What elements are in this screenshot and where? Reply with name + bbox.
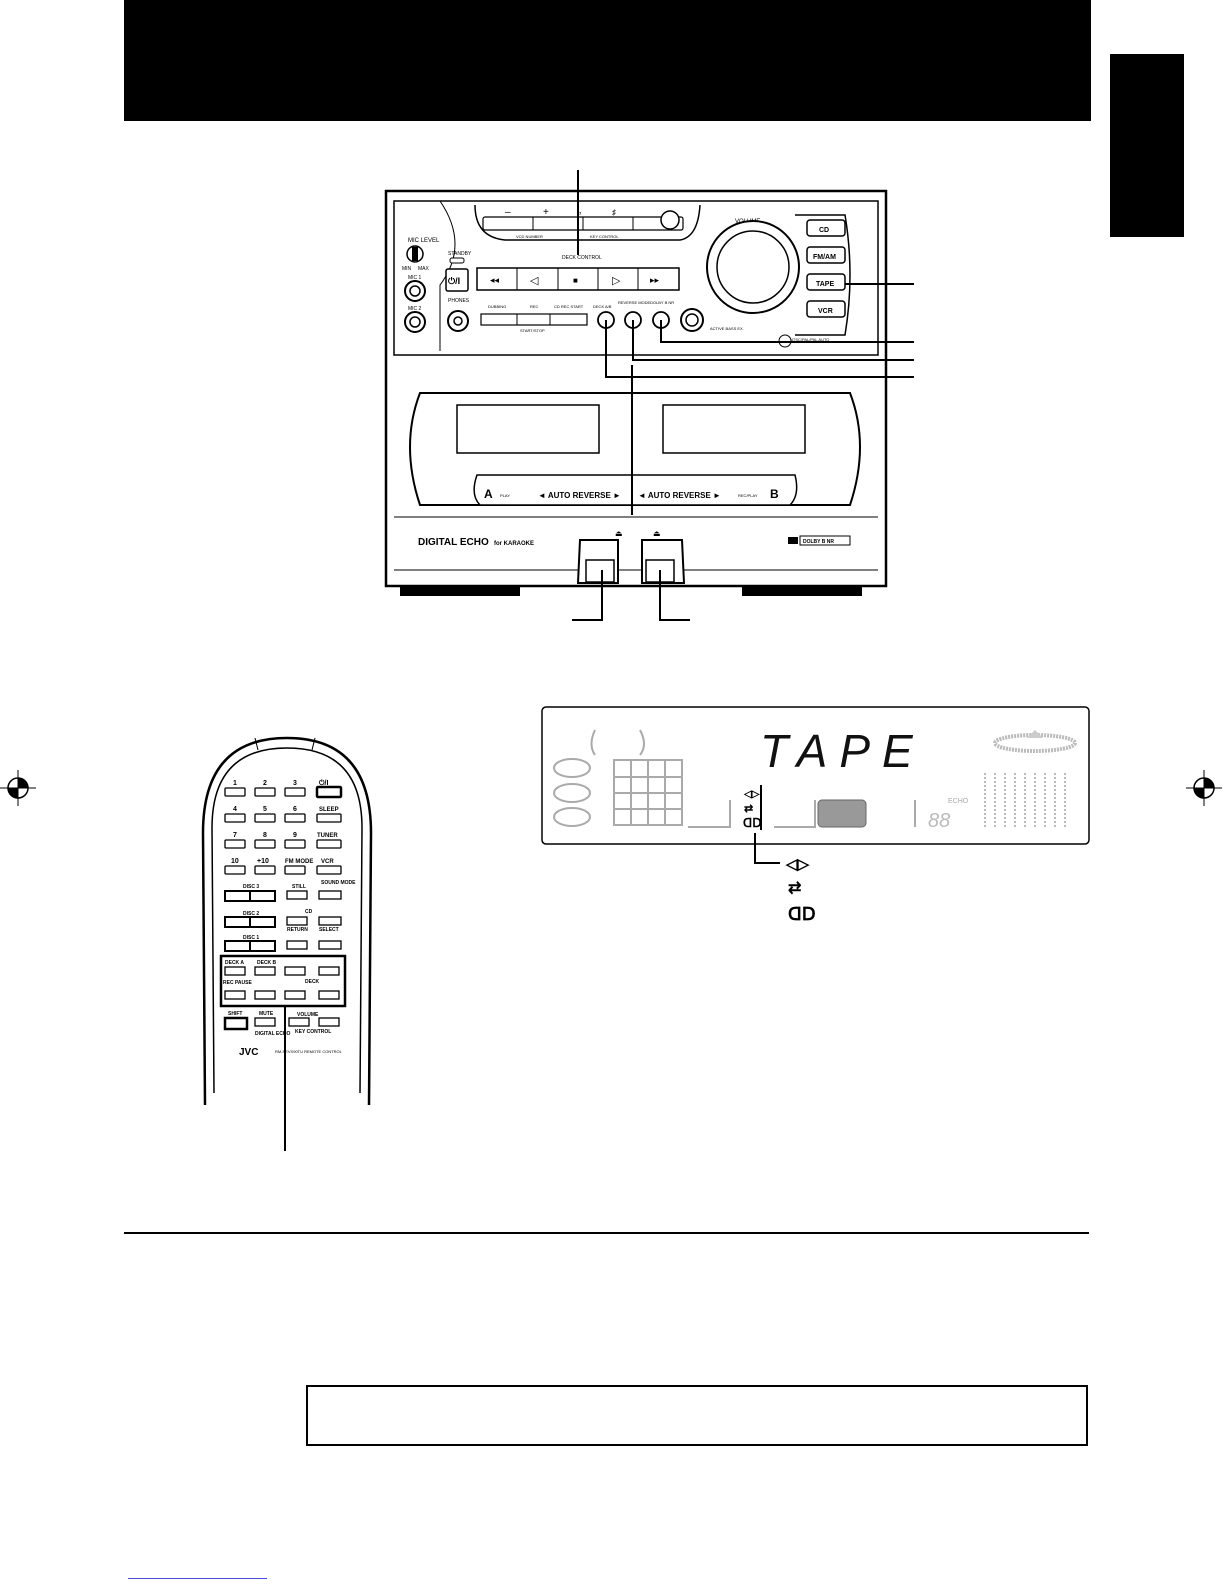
remote-control-illustration: 1 2 3 ⏻/I 4 5 6 SLEEP 7 8 9 TUNER 10 +10… — [201, 736, 373, 1151]
svg-text:♯: ♯ — [612, 208, 616, 217]
deck-a-label: A — [484, 487, 493, 501]
remote-brand: JVC — [239, 1047, 258, 1058]
svg-text:⏻/I: ⏻/I — [319, 779, 328, 787]
svg-text:MUTE: MUTE — [259, 1011, 274, 1017]
svg-text:TUNER: TUNER — [317, 833, 338, 839]
svg-text:PLAY: PLAY — [500, 493, 510, 498]
svg-text:VCR: VCR — [321, 859, 334, 865]
svg-text:FM MODE: FM MODE — [285, 859, 313, 865]
svg-text:DECK A/B: DECK A/B — [593, 304, 612, 309]
svg-text:ECHO: ECHO — [948, 798, 969, 805]
svg-text:7: 7 — [233, 832, 237, 839]
power-button-label: ⏻/I — [448, 276, 460, 286]
display-panel-illustration: TAPE ◁▷ ⇄ ᗡᗞ 88 ECHO ◁▷ ⇄ ᗡᗞ — [541, 706, 1090, 924]
tape-button-label: TAPE — [816, 281, 834, 288]
svg-text:DISC 3: DISC 3 — [243, 884, 259, 890]
svg-text:MIN: MIN — [402, 266, 412, 272]
legend-reverse-mode-icon: ⇄ — [788, 880, 801, 897]
svg-text:SELECT: SELECT — [319, 927, 339, 933]
svg-text:SLEEP: SLEEP — [319, 807, 339, 813]
svg-text:KEY CONTROL: KEY CONTROL — [590, 234, 619, 239]
svg-text:◄ AUTO REVERSE ►: ◄ AUTO REVERSE ► — [538, 491, 621, 500]
svg-text:–: – — [505, 207, 511, 218]
svg-text:CD REC START: CD REC START — [554, 304, 584, 309]
svg-text:DOLBY B NR: DOLBY B NR — [803, 539, 834, 545]
registration-mark-right — [1186, 770, 1222, 806]
mic-level-label: MIC LEVEL — [408, 238, 440, 244]
fm-am-button-label: FM/AM — [813, 254, 836, 261]
svg-text:9: 9 — [293, 832, 297, 839]
svg-text:REC/PLAY: REC/PLAY — [738, 493, 758, 498]
svg-text:KEY CONTROL: KEY CONTROL — [295, 1029, 331, 1035]
svg-text:MAX: MAX — [418, 266, 430, 272]
language-tab — [1110, 54, 1184, 237]
svg-text:5: 5 — [263, 806, 267, 813]
svg-text:PHONES: PHONES — [448, 298, 470, 304]
svg-text:⇄: ⇄ — [744, 803, 753, 815]
svg-text:⏏: ⏏ — [615, 529, 623, 538]
svg-text:DECK: DECK — [305, 979, 320, 985]
registration-mark-left — [0, 770, 36, 806]
svg-text:+: + — [543, 207, 549, 218]
svg-text:SOUND MODE: SOUND MODE — [321, 880, 356, 886]
svg-text:DISC 1: DISC 1 — [243, 935, 259, 941]
svg-text:SHIFT: SHIFT — [228, 1011, 242, 1017]
svg-text:REVERSE MODE: REVERSE MODE — [618, 300, 651, 305]
svg-text:STILL: STILL — [292, 884, 306, 890]
display-source-text: TAPE — [760, 725, 925, 777]
svg-text:STANDBY: STANDBY — [448, 251, 472, 257]
legend-dolby-icon: ᗡᗞ — [788, 904, 816, 924]
svg-text:VOLUME: VOLUME — [297, 1012, 319, 1018]
svg-text:DECK A: DECK A — [225, 960, 244, 966]
svg-text:4: 4 — [233, 806, 237, 813]
svg-text:◁: ◁ — [530, 275, 539, 287]
svg-text:8: 8 — [263, 832, 267, 839]
svg-text:VCD NUMBER: VCD NUMBER — [516, 234, 543, 239]
svg-text:1: 1 — [233, 780, 237, 787]
svg-text:RM-SEVX90TU REMOTE CONTROL: RM-SEVX90TU REMOTE CONTROL — [275, 1049, 343, 1054]
svg-text:DECK B: DECK B — [257, 960, 277, 966]
svg-text:♭: ♭ — [578, 208, 582, 217]
svg-text:MIC 1: MIC 1 — [408, 275, 422, 281]
svg-text:RETURN: RETURN — [287, 927, 308, 933]
svg-text:3: 3 — [293, 780, 297, 787]
svg-text:DOLBY B NR: DOLBY B NR — [650, 300, 674, 305]
svg-text:■: ■ — [573, 276, 578, 285]
deck-b-label: B — [770, 487, 779, 501]
svg-text:DISC 2: DISC 2 — [243, 911, 259, 917]
svg-text:MIC 2: MIC 2 — [408, 306, 422, 312]
svg-text:ACTIVE BASS EX.: ACTIVE BASS EX. — [710, 326, 744, 331]
svg-text:DIGITAL ECHO: DIGITAL ECHO — [255, 1031, 290, 1037]
svg-text:NTSC/PAL/PAL AUTO: NTSC/PAL/PAL AUTO — [790, 337, 829, 342]
svg-text:START/STOP: START/STOP — [520, 328, 545, 333]
svg-text:for KARAOKE: for KARAOKE — [494, 541, 534, 547]
svg-text:◄ AUTO REVERSE ►: ◄ AUTO REVERSE ► — [638, 491, 721, 500]
svg-text:◁▷: ◁▷ — [743, 789, 761, 800]
svg-text:+10: +10 — [257, 858, 269, 865]
svg-text:6: 6 — [293, 806, 297, 813]
svg-text:88: 88 — [928, 810, 950, 832]
svg-text:DIGITAL ECHO: DIGITAL ECHO — [418, 537, 489, 548]
footer-link-line — [128, 1578, 267, 1579]
svg-text:CD: CD — [305, 909, 313, 915]
svg-text:◂◂: ◂◂ — [490, 275, 500, 285]
cd-button-label: CD — [819, 227, 829, 234]
svg-text:ᗡᗞ: ᗡᗞ — [743, 816, 761, 830]
note-box — [306, 1385, 1088, 1446]
section-divider — [124, 1232, 1089, 1234]
svg-text:2: 2 — [263, 780, 267, 787]
vcr-button-label: VCR — [818, 308, 833, 315]
main-unit-illustration: MIC LEVEL MIN MAX MIC 1 MIC 2 STANDBY ⏻/… — [384, 170, 914, 621]
svg-text:REC PAUSE: REC PAUSE — [223, 980, 252, 986]
svg-text:▸▸: ▸▸ — [650, 275, 660, 285]
svg-text:REC: REC — [530, 304, 539, 309]
svg-text:DECK CONTROL: DECK CONTROL — [562, 255, 602, 261]
svg-text:⏏: ⏏ — [653, 529, 661, 538]
header-bar — [124, 0, 1091, 121]
svg-text:▷: ▷ — [612, 275, 621, 287]
svg-text:DUBBING: DUBBING — [488, 304, 506, 309]
svg-text:10: 10 — [231, 858, 239, 865]
legend-play-direction-icon: ◁▷ — [785, 856, 811, 873]
